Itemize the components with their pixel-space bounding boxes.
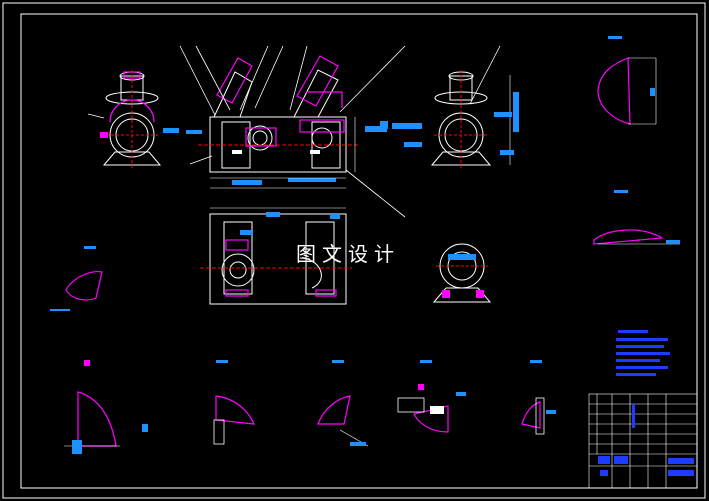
section-detail-1 — [64, 360, 148, 454]
top-view-dims — [210, 207, 346, 235]
front-view-housing — [198, 69, 360, 173]
lower-right-accents — [442, 254, 484, 298]
title-block-fills — [598, 404, 694, 476]
right-side-view — [430, 70, 492, 170]
top-view — [200, 213, 352, 305]
section-detail-middle — [593, 190, 680, 245]
technical-notes — [616, 330, 670, 376]
section-detail-top — [597, 36, 657, 125]
title-block — [588, 393, 698, 489]
front-view-leaders — [179, 45, 501, 218]
section-detail-3 — [317, 360, 369, 447]
left-side-dims — [87, 113, 179, 138]
left-side-accents — [109, 71, 155, 123]
section-detail-2 — [213, 360, 255, 445]
left-side-view — [102, 70, 162, 170]
left-detail — [50, 246, 103, 311]
right-side-dims — [380, 75, 519, 165]
section-detail-5 — [521, 360, 556, 435]
front-view-dimensions — [186, 117, 387, 189]
top-view-accents — [225, 239, 337, 297]
section-detail-4 — [397, 360, 466, 433]
front-view-accents — [216, 55, 345, 147]
